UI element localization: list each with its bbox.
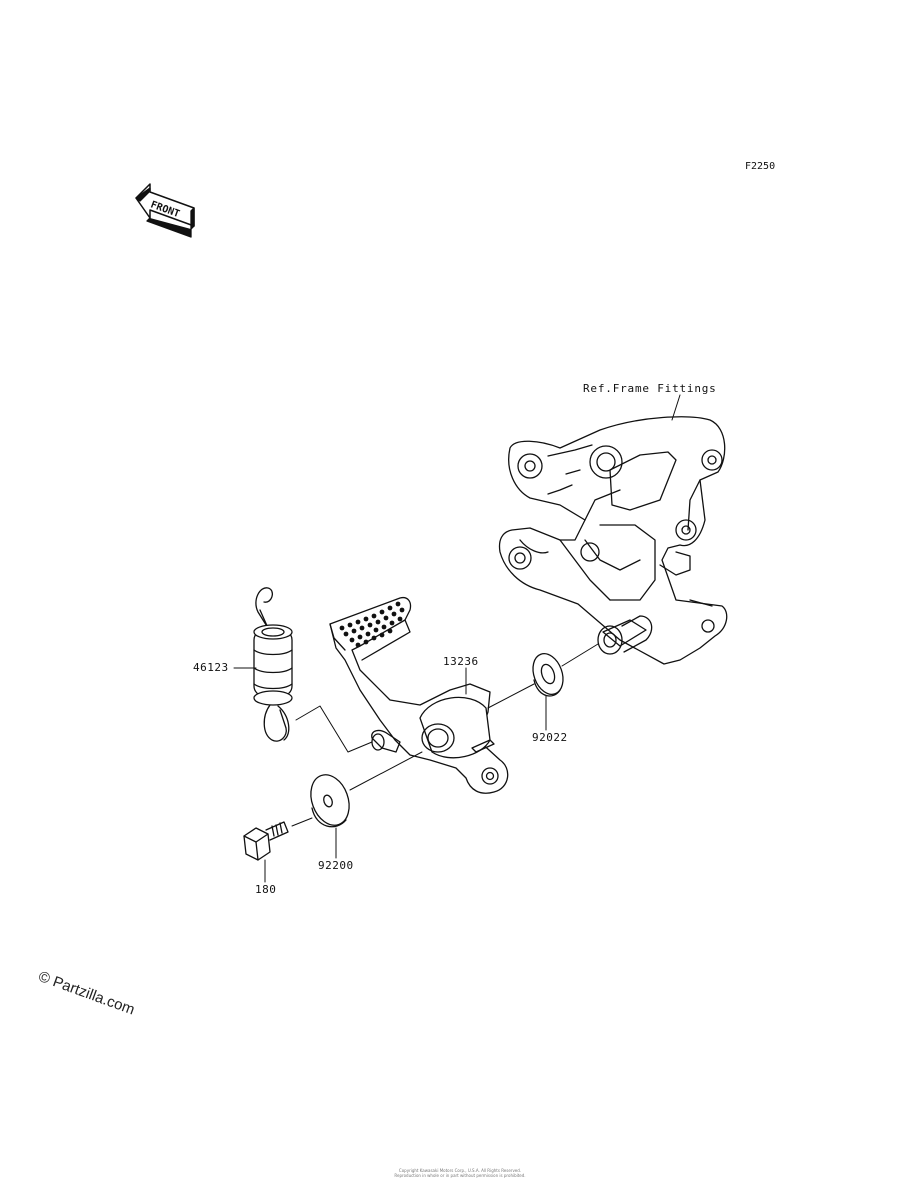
footer-line-2: Reproduction in whole or in part without…	[394, 1173, 526, 1178]
footer-line-1: Copyright Kawasaki Motors Corp., U.S.A. …	[398, 1168, 522, 1173]
front-arrow-icon: FRONT	[135, 183, 195, 238]
brake-pedal	[329, 596, 509, 794]
part-label-180: 180	[255, 883, 277, 896]
part-label-92022: 92022	[532, 731, 568, 744]
frame-bracket	[498, 416, 728, 665]
return-spring	[253, 587, 293, 742]
leader-lines	[233, 667, 547, 883]
assembly-lines	[291, 643, 599, 827]
footer: Copyright Kawasaki Motors Corp., U.S.A. …	[300, 1168, 620, 1178]
part-label-92200: 92200	[318, 859, 354, 872]
diagram-code: F2250	[745, 161, 776, 172]
washer-92200	[310, 774, 350, 828]
bolt-180	[243, 821, 289, 861]
reference-note: Ref.Frame Fittings	[583, 382, 717, 395]
part-label-46123: 46123	[193, 661, 229, 674]
washer-92022	[532, 653, 564, 697]
part-label-13236: 13236	[443, 655, 479, 668]
